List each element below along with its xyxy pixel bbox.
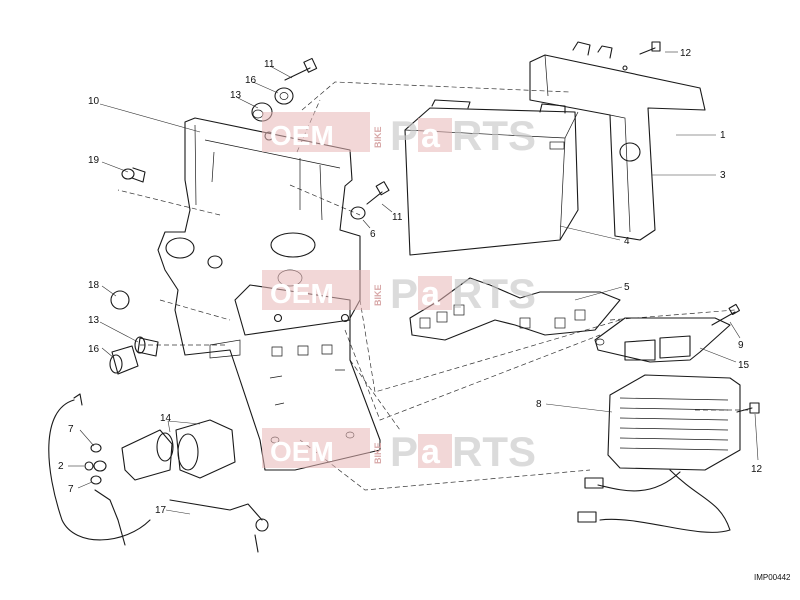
svg-text:BIKE: BIKE	[373, 442, 383, 464]
svg-text:OEM: OEM	[270, 436, 334, 467]
watermark-middle: OEM BIKE P a RTS	[262, 270, 536, 317]
fuse-box	[409, 277, 621, 341]
svg-text:P: P	[390, 112, 418, 159]
callout-11-mid: 11	[392, 212, 403, 223]
battery	[404, 99, 579, 256]
callout-15: 15	[738, 360, 750, 371]
svg-text:RTS: RTS	[452, 270, 536, 317]
callout-12-top: 12	[680, 48, 692, 59]
callout-18: 18	[88, 280, 100, 291]
callout-7-upper: 7	[68, 424, 74, 435]
leader-lines	[68, 51, 759, 515]
callout-1: 1	[720, 130, 726, 141]
screws	[284, 41, 760, 414]
callout-19: 19	[88, 155, 100, 166]
svg-text:a: a	[421, 433, 441, 471]
svg-text:a: a	[421, 275, 441, 313]
svg-text:BIKE: BIKE	[373, 126, 383, 148]
callout-16-top: 16	[245, 75, 257, 86]
diagram-code: IMP00442	[754, 573, 791, 582]
callout-7-lower: 7	[68, 484, 74, 495]
svg-text:OEM: OEM	[270, 278, 334, 309]
callout-13-left: 13	[88, 315, 100, 326]
starter-relay-and-cable	[48, 393, 269, 553]
grommets-washers	[109, 87, 366, 375]
callout-5: 5	[624, 282, 630, 293]
callout-3: 3	[720, 170, 726, 181]
callout-12-bottom: 12	[751, 464, 763, 475]
svg-text:BIKE: BIKE	[373, 284, 383, 306]
callout-10: 10	[88, 96, 100, 107]
watermark-top: OEM BIKE P a RTS	[262, 112, 536, 159]
watermark-bottom: OEM BIKE P a RTS	[262, 428, 536, 475]
callout-8: 8	[536, 399, 542, 410]
svg-text:RTS: RTS	[452, 112, 536, 159]
callout-16-left: 16	[88, 344, 100, 355]
callout-labels: 11 16 13 10 19 18 13 16 14 7 2 7 17 12 1…	[58, 48, 791, 582]
svg-text:a: a	[421, 117, 441, 155]
callout-14: 14	[160, 413, 172, 424]
callout-9: 9	[738, 340, 744, 351]
callout-11-top: 11	[264, 59, 275, 70]
svg-text:P: P	[390, 270, 418, 317]
svg-text:RTS: RTS	[452, 428, 536, 475]
callout-4: 4	[624, 236, 630, 247]
battery-cover	[529, 41, 706, 241]
svg-text:P: P	[390, 428, 418, 475]
callout-6: 6	[370, 229, 376, 240]
callout-13-top: 13	[230, 90, 242, 101]
voltage-regulator	[577, 374, 741, 533]
callout-17: 17	[155, 505, 167, 516]
callout-2: 2	[58, 461, 64, 472]
relay-holder	[594, 317, 731, 363]
svg-text:OEM: OEM	[270, 120, 334, 151]
